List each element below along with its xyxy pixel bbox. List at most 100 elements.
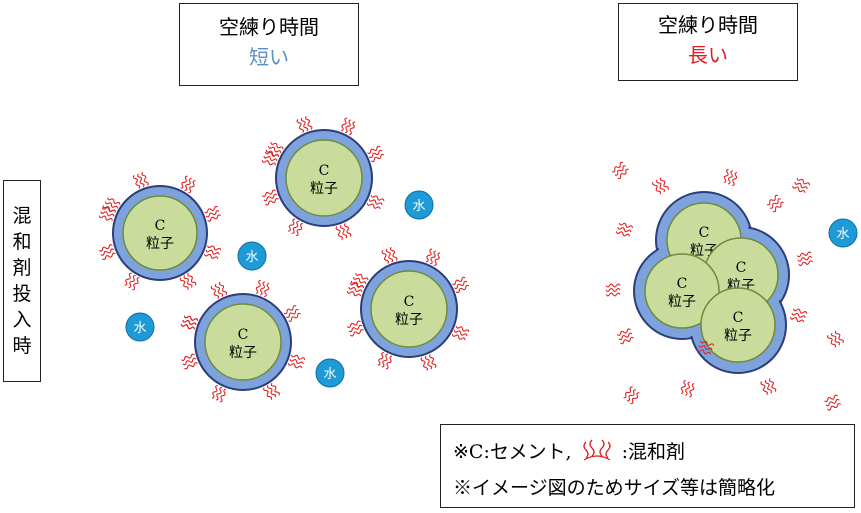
admixture-molecule (796, 251, 814, 267)
side-label-char-5: 入 (12, 309, 32, 331)
admixture-molecule (652, 177, 669, 195)
admixture-molecule (261, 189, 279, 206)
admixture-molecule (680, 379, 695, 398)
water-label: 水 (133, 321, 146, 336)
left-header-value: 短い (249, 45, 289, 69)
water-molecule (404, 190, 434, 220)
admixture-molecule (265, 142, 284, 157)
side-label-char-1: 混 (12, 205, 32, 227)
particle-label: 粒子 (229, 345, 257, 361)
particle-label: 粒子 (146, 236, 174, 252)
admixture-molecule (98, 244, 116, 261)
particle-label-c: C (699, 225, 710, 241)
cement-particle (644, 253, 720, 329)
admixture-molecule (605, 283, 621, 297)
side-label-char-3: 剤 (12, 257, 32, 279)
admixture-molecule (98, 207, 117, 221)
water-molecule (315, 358, 345, 388)
admixture-molecule (255, 279, 270, 298)
legend-note: ※イメージ図のためサイズ等は簡略化 (453, 477, 776, 499)
admixture-molecule (203, 245, 222, 259)
particle-label-c: C (736, 260, 747, 276)
side-label-char-6: 時 (12, 335, 32, 357)
admixture-molecule (611, 161, 629, 180)
admixture-molecule (335, 223, 352, 241)
admixture-molecule (180, 315, 199, 330)
water-molecule (125, 312, 155, 342)
particle-label-c: C (238, 327, 249, 343)
admixture-molecule (377, 351, 392, 370)
water-label: 水 (323, 367, 336, 382)
cement-particle (370, 270, 448, 348)
admixture-molecule (210, 281, 228, 299)
admixture-molecule (615, 222, 634, 237)
particle-label-c: C (733, 310, 744, 326)
admixture-molecule (211, 384, 226, 403)
admixture-molecule (180, 353, 198, 370)
side-label-char-4: 投 (12, 283, 32, 305)
particle-label-c: C (677, 276, 688, 292)
admixture-molecule (296, 115, 313, 133)
left-header-title: 空練り時間 (219, 15, 319, 39)
admixture-molecule (204, 205, 222, 222)
cement-particle (122, 195, 198, 271)
admixture-molecule (283, 305, 301, 322)
admixture-molecule (760, 378, 777, 396)
admixture-molecule (261, 151, 280, 166)
particle-label-c: C (155, 218, 166, 234)
admixture-molecule (789, 308, 808, 323)
admixture-molecule (350, 273, 369, 288)
admixture-molecule (180, 175, 196, 194)
right-header-title: 空練り時間 (658, 13, 758, 37)
legend-box: ※C:セメント, :混和剤 ※イメージ図のためサイズ等は簡略化 (440, 424, 855, 508)
admixture-molecule (723, 168, 738, 187)
right-header-box: 空練り時間 長い (618, 3, 798, 81)
water-label: 水 (412, 199, 425, 214)
admixture-icon (582, 439, 611, 461)
admixture-molecule (367, 145, 385, 163)
water-molecule (237, 241, 267, 271)
water-label: 水 (245, 250, 258, 265)
particle-label: 粒子 (395, 312, 423, 328)
admixture-molecule (288, 218, 303, 237)
admixture-molecule (696, 340, 715, 355)
side-label-char-2: 和 (12, 231, 32, 253)
admixture-molecule (792, 178, 810, 193)
admixture-molecule (346, 282, 365, 297)
admixture-molecule (827, 330, 844, 348)
admixture-molecule (381, 246, 398, 264)
admixture-molecule (287, 354, 306, 369)
cement-particle (204, 303, 282, 381)
admixture-molecule (124, 272, 140, 291)
admixture-molecule (623, 386, 640, 405)
particle-label: 粒子 (724, 328, 752, 344)
legend-cement: ※C:セメント, (453, 441, 572, 463)
admixture-molecule (452, 276, 470, 294)
legend-admixture: :混和剤 (621, 441, 686, 463)
admixture-molecule (824, 394, 842, 411)
admixture-molecule (616, 328, 634, 345)
right-header-value: 長い (688, 43, 728, 67)
particle-label: 粒子 (310, 181, 338, 197)
particle-label: 粒子 (668, 294, 696, 310)
admixture-molecule (426, 248, 441, 267)
water-molecule (828, 218, 858, 248)
admixture-molecule (420, 354, 437, 372)
admixture-molecule (341, 117, 356, 136)
left-header-box: 空練り時間 短い (179, 3, 359, 86)
cement-particle (285, 139, 363, 217)
admixture-molecule (102, 197, 121, 213)
admixture-molecule (179, 272, 197, 291)
particle-label-c: C (319, 163, 330, 179)
particle-label-c: C (404, 294, 415, 310)
admixture-molecule (366, 195, 385, 210)
water-label: 水 (836, 227, 849, 242)
admixture-molecule (132, 171, 149, 189)
admixture-molecule (263, 382, 280, 400)
cement-particle (700, 287, 776, 363)
admixture-molecule (766, 194, 784, 213)
side-label-box: 混 和 剤 投 入 時 (3, 180, 41, 382)
admixture-molecule (451, 326, 470, 341)
admixture-molecule (346, 320, 364, 337)
